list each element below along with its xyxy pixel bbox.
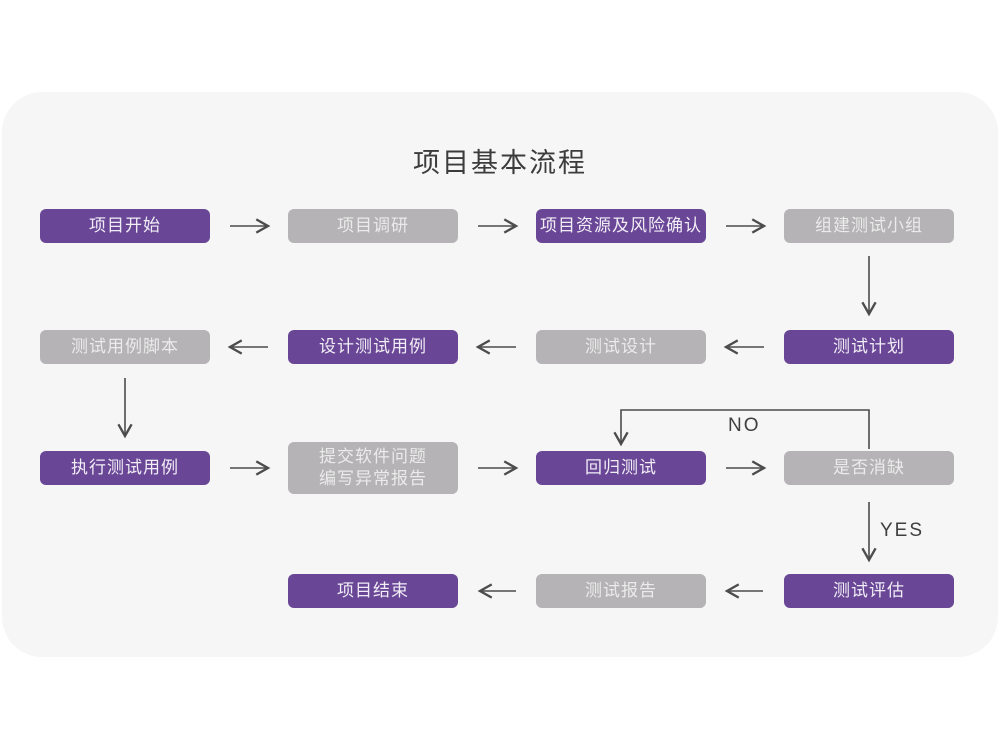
node-project-research: 项目调研 — [288, 209, 458, 243]
node-execute-test-cases: 执行测试用例 — [40, 451, 210, 485]
node-project-start: 项目开始 — [40, 209, 210, 243]
node-build-test-team: 组建测试小组 — [784, 209, 954, 243]
node-submit-issue-report: 提交软件问题 编写异常报告 — [288, 442, 458, 494]
node-regression-test: 回归测试 — [536, 451, 706, 485]
node-test-plan: 测试计划 — [784, 330, 954, 364]
flowchart-panel — [2, 92, 998, 657]
node-design-test-cases: 设计测试用例 — [288, 330, 458, 364]
node-defect-cleared: 是否消缺 — [784, 451, 954, 485]
edge-label-no: NO — [728, 415, 761, 436]
node-resources-risk: 项目资源及风险确认 — [536, 209, 706, 243]
page-title: 项目基本流程 — [413, 148, 587, 178]
node-test-report: 测试报告 — [536, 574, 706, 608]
node-test-design: 测试设计 — [536, 330, 706, 364]
node-test-evaluation: 测试评估 — [784, 574, 954, 608]
node-test-case-scripts: 测试用例脚本 — [40, 330, 210, 364]
node-project-end: 项目结束 — [288, 574, 458, 608]
edge-label-yes: YES — [880, 520, 925, 541]
